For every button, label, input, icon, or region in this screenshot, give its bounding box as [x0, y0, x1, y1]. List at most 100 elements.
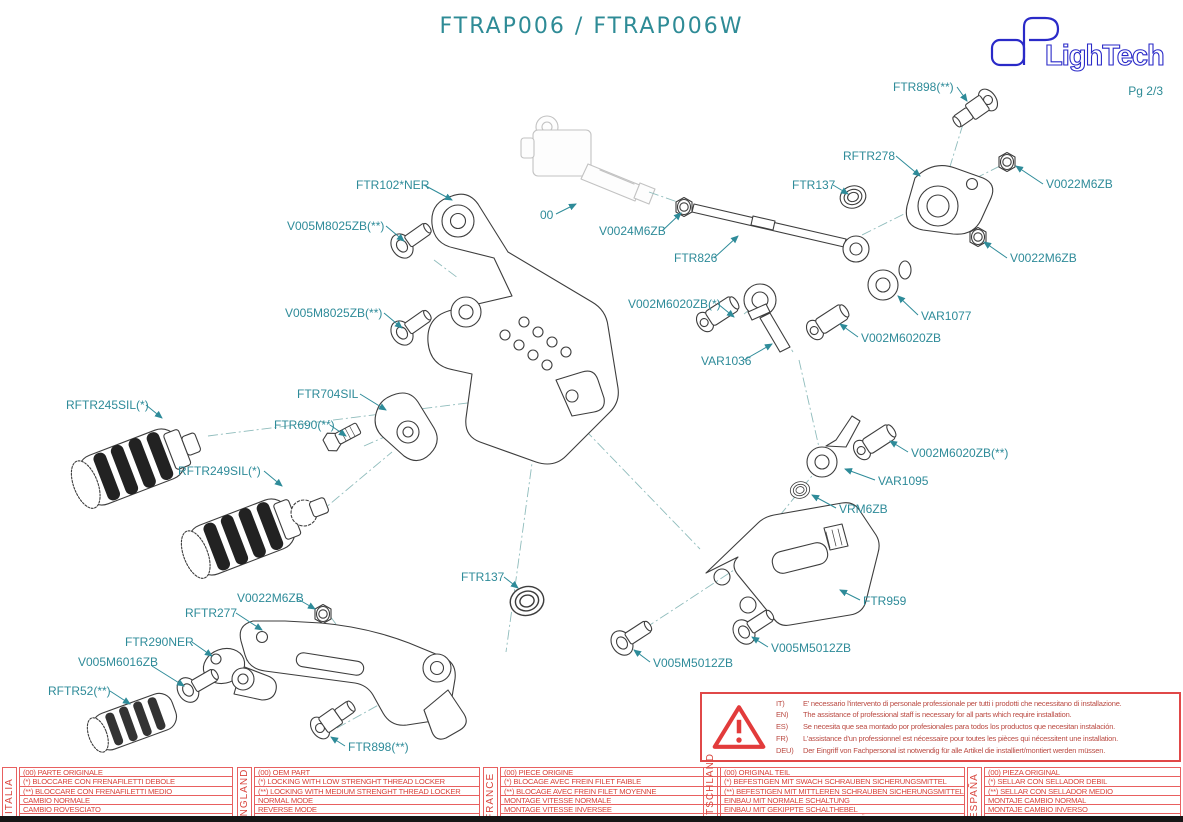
legend-row: EINBAU MIT NORMALE SCHALTUNG — [721, 796, 964, 806]
callout-v005m8025zb-lower: V005M8025ZB(**) — [285, 306, 382, 320]
part-v002m6020zb-bolt-right — [802, 299, 854, 344]
callout-rftr278: RFTR278 — [843, 149, 895, 163]
callout-v0022m6zb-top: V0022M6ZB — [1046, 177, 1113, 191]
legend-row: CAMBIO ROVESCIATO — [20, 805, 232, 815]
callout-ftr898-top: FTR898(**) — [893, 80, 954, 94]
callout-ftr290ner: FTR290NER — [125, 635, 194, 649]
callout-v005m5012zb-left: V005M5012ZB — [653, 656, 733, 670]
legend-row: (**) LOCKING WITH MEDIUM STRENGHT THREAD… — [255, 787, 479, 796]
part-v0024m6zb-nut — [675, 196, 693, 218]
lightech-wordmark: LighTech — [1045, 40, 1164, 72]
part-var1095-rodend — [806, 415, 861, 478]
warning-text-es: Se necesita que sea montado por profesio… — [803, 722, 1116, 732]
part-ftr898-bolt-bottom — [306, 694, 361, 743]
callout-rftr52: RFTR52(**) — [48, 684, 111, 698]
part-var1077-rodend — [867, 260, 912, 301]
callout-ftr137-bottom: FTR137 — [461, 570, 505, 584]
legend-espana: ESPAÑA (00) PIEZA ORIGINAL (*) SELLAR CO… — [967, 767, 1181, 822]
warning-line-en: EN) The assistance of professional staff… — [776, 709, 1173, 721]
callout-v005m6016zb: V005M6016ZB — [78, 655, 158, 669]
legend-deutschland: DEUTSCHLAND (00) ORIGINAL TEIL (*) BEFES… — [703, 753, 965, 822]
callout-ftr898-bottom: FTR898(**) — [348, 740, 409, 754]
legend-row: (00) PIEZA ORIGINAL — [985, 768, 1180, 778]
legend-row: (00) OEM PART — [255, 768, 479, 778]
callout-rftr245sil: RFTR245SIL(*) — [66, 398, 149, 412]
part-ftr826-rod — [691, 203, 870, 263]
installation-warning-box: IT) E' necessario l'intervento di person… — [700, 692, 1181, 762]
callout-v002m6020zb-2star: V002M6020ZB(**) — [911, 446, 1008, 460]
callout-v0022m6zb-bottom: V0022M6ZB — [237, 591, 304, 605]
legend-row: (**) BLOCAGE AVEC FREIN FILET MOYENNE — [501, 787, 725, 796]
legend-row: (**) BEFESTIGEN MIT MITTLEREN SCHRAUBEN … — [721, 787, 964, 796]
callout-v005m8025zb-upper: V005M8025ZB(**) — [287, 219, 384, 233]
legend-rows-england: (00) OEM PART (*) LOCKING WITH LOW STREN… — [254, 767, 480, 822]
part-vrm6zb-washer — [788, 479, 812, 501]
legend-row: (*) LOCKING WITH LOW STRENGHT THREAD LOC… — [255, 777, 479, 787]
warning-lang-fr: FR) — [776, 733, 788, 743]
legend-row: (*) BLOCAGE AVEC FREIN FILET FAIBLE — [501, 777, 725, 787]
legend-lang-england: ENGLAND — [237, 767, 252, 822]
legend-row: NORMAL MODE — [255, 796, 479, 806]
callout-var1077: VAR1077 — [921, 309, 972, 323]
legend-row: (*) BEFESTIGEN MIT SWACH SCHRAUBEN SICHE… — [721, 777, 964, 787]
warning-triangle-icon — [712, 705, 766, 749]
callout-v005m5012zb-right: V005M5012ZB — [771, 641, 851, 655]
callout-var1095: VAR1095 — [878, 474, 929, 488]
legend-lang-espana: ESPAÑA — [967, 767, 982, 822]
part-rftr245sil-footpeg — [70, 428, 202, 509]
part-ftr898-bolt-top — [947, 85, 1002, 134]
lightech-logo: LighTech — [990, 16, 1165, 73]
legend-rows-france: (00) PIECE ORIGINE (*) BLOCAGE AVEC FREI… — [500, 767, 726, 822]
legend-lang-deutschland: DEUTSCHLAND — [703, 753, 718, 822]
warning-text-en: The assistance of professional staff is … — [803, 710, 1072, 720]
callout-ftr826: FTR826 — [674, 251, 718, 265]
legend-lang-italia: ITALIA — [2, 767, 17, 822]
legend-row: MONTAGE VITESSE NORMALE — [501, 796, 725, 806]
callout-v0022m6zb-mid: V0022M6ZB — [1010, 251, 1077, 265]
callout-v0024m6zb: V0024M6ZB — [599, 224, 666, 238]
callout-labels: FTR898(**) RFTR278 V0022M6ZB FTR137 V002… — [48, 80, 1113, 754]
legend-row: (*) SELLAR CON SELLADOR DEBIL — [985, 777, 1180, 787]
legend-row: MONTAJE CAMBIO NORMAL — [985, 796, 1180, 806]
part-ftr137-seal-top — [836, 181, 870, 213]
part-v0022m6zb-nut-bottom — [314, 603, 332, 625]
warning-lang-en: EN) — [776, 710, 789, 720]
part-rftr278-lever — [905, 165, 994, 235]
lightech-monogram-icon — [990, 16, 1060, 67]
part-ftr959-bracket — [705, 502, 880, 626]
page-number: Pg 2/3 — [1128, 84, 1163, 98]
callout-ftr959: FTR959 — [863, 594, 907, 608]
warning-text-deu: Der Eingriff von Fachpersonal ist notwen… — [803, 745, 1106, 755]
warning-line-it: IT) E' necessario l'intervento di person… — [776, 698, 1173, 710]
legend-rows-italia: (00) PARTE ORIGINALE (*) BLOCCARE CON FR… — [19, 767, 233, 822]
legend-france: FRANCE (00) PIECE ORIGINE (*) BLOCAGE AV… — [483, 767, 726, 822]
callout-oem-00: 00 — [540, 208, 554, 222]
legend-row: EINBAU MIT GEKIPPTE SCHALTHEBEL — [721, 805, 964, 815]
part-rftr277-arm — [239, 620, 467, 740]
legend-row: (*) BLOCCARE CON FRENAFILETTI DEBOLE — [20, 777, 232, 787]
warning-text-it: E' necessario l'intervento di personale … — [803, 698, 1122, 708]
legend-lang-france: FRANCE — [483, 767, 498, 822]
page-title: FTRAP006 / FTRAP006W — [439, 14, 744, 39]
legend-row: CAMBIO NORMALE — [20, 796, 232, 806]
callout-rftr277: RFTR277 — [185, 606, 237, 620]
warning-line-deu: DEU) Der Eingriff von Fachpersonal ist n… — [776, 745, 1173, 757]
sheet-bottom-edge — [0, 816, 1183, 822]
legend-row: (**) SELLAR CON SELLADOR MEDIO — [985, 787, 1180, 796]
callout-rftr249sil: RFTR249SIL(*) — [178, 464, 261, 478]
legend-england: ENGLAND (00) OEM PART (*) LOCKING WITH L… — [237, 767, 480, 822]
callout-vrm6zb: VRM6ZB — [839, 502, 888, 516]
part-rftr52-peg — [86, 692, 178, 753]
legend-italia: ITALIA (00) PARTE ORIGINALE (*) BLOCCARE… — [2, 767, 233, 822]
callout-ftr102ner: FTR102*NER — [356, 178, 430, 192]
callout-ftr704sil: FTR704SIL — [297, 387, 359, 401]
part-rftr249sil-footpeg — [180, 497, 329, 579]
warning-text: IT) E' necessario l'intervento di person… — [776, 698, 1173, 757]
callout-v002m6020zb-star: V002M6020ZB(*) — [628, 297, 721, 311]
legend-row: (00) ORIGINAL TEIL — [721, 768, 964, 778]
warning-lang-es: ES) — [776, 722, 788, 732]
callout-ftr690: FTR690(**) — [274, 418, 335, 432]
part-oem-master-cylinder — [520, 115, 656, 205]
